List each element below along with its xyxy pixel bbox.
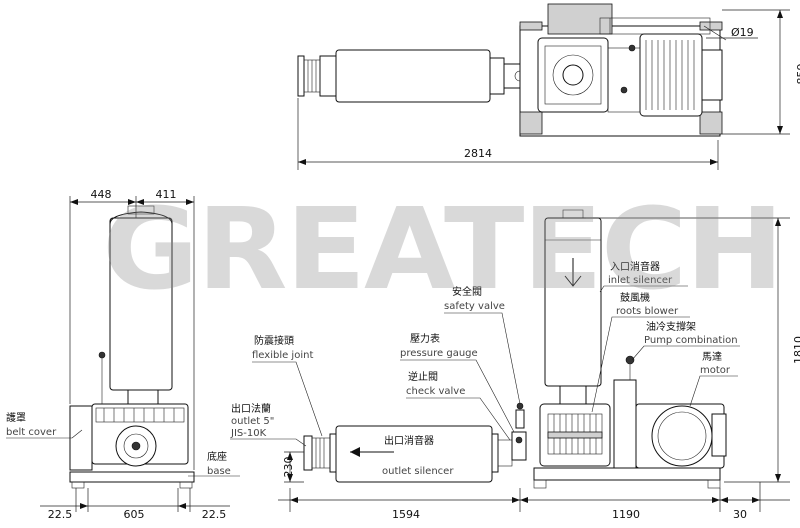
- label-roots-blower-zh: 鼓風機: [620, 291, 650, 304]
- label-flexible-joint-zh: 防震接頭: [254, 334, 294, 347]
- label-motor-en: motor: [700, 365, 731, 376]
- label-outlet-silencer-en: outlet silencer: [382, 466, 454, 477]
- label-outlet-flange-zh: 出口法蘭: [231, 402, 271, 415]
- label-belt-cover-zh: 護罩: [6, 411, 26, 424]
- top-view: [297, 3, 723, 137]
- dim-front-height: 1810: [792, 336, 800, 364]
- label-safety-valve-zh: 安全閥: [452, 285, 482, 298]
- label-check-valve-en: check valve: [406, 386, 465, 397]
- dim-front-unit: 1190: [612, 508, 640, 521]
- front-labels: 防震接頭 flexible joint 出口法蘭 outlet 5" JIS-1…: [230, 260, 740, 477]
- label-flexible-joint-en: flexible joint: [252, 350, 313, 361]
- front-view: [303, 209, 727, 489]
- dim-top-width: 2814: [464, 147, 492, 160]
- label-inlet-silencer-zh: 入口消音器: [610, 260, 660, 273]
- dim-front-silencer: 1594: [392, 508, 420, 521]
- label-pressure-gauge-en: pressure gauge: [400, 348, 478, 359]
- side-dimensions: 448 411 22.5 605 22.5: [40, 188, 230, 521]
- label-outlet-silencer-zh: 出口消音器: [384, 434, 434, 447]
- top-dimensions: 2814 859 Ø19: [297, 9, 800, 170]
- dim-side-w1: 448: [91, 188, 112, 201]
- watermark-logo: GREATECH: [102, 185, 782, 315]
- side-labels: 護罩 belt cover 底座 base: [6, 411, 240, 477]
- side-view: [69, 205, 195, 489]
- label-pump-combination-en: Pump combination: [644, 335, 738, 346]
- label-motor-zh: 馬達: [702, 351, 722, 363]
- label-base-zh: 底座: [207, 450, 227, 463]
- label-outlet-flange-en: outlet 5": [231, 416, 274, 427]
- dim-side-base-mid: 605: [124, 508, 145, 521]
- label-roots-blower-en: roots blower: [616, 306, 679, 317]
- dim-hole-dia: Ø19: [731, 26, 754, 39]
- label-belt-cover-en: belt cover: [6, 427, 57, 438]
- dim-side-base-left: 22.5: [48, 508, 73, 521]
- dim-front-tail: 30: [733, 508, 747, 521]
- dim-top-height: 859: [795, 64, 800, 85]
- label-pump-combination-zh: 油冷支撐架: [646, 320, 696, 333]
- dim-outlet-height: 230: [282, 457, 295, 478]
- label-outlet-flange-en2: JIS-10K: [230, 428, 267, 439]
- dim-side-w2: 411: [156, 188, 177, 201]
- label-safety-valve-en: safety valve: [444, 301, 505, 312]
- label-pressure-gauge-zh: 壓力表: [410, 332, 440, 345]
- dim-side-base-right: 22.5: [202, 508, 227, 521]
- label-base-en: base: [207, 466, 231, 477]
- label-check-valve-zh: 逆止閥: [408, 370, 438, 383]
- front-dimensions: 1594 1190 30 1810 230: [278, 217, 800, 521]
- label-inlet-silencer-en: inlet silencer: [608, 275, 673, 286]
